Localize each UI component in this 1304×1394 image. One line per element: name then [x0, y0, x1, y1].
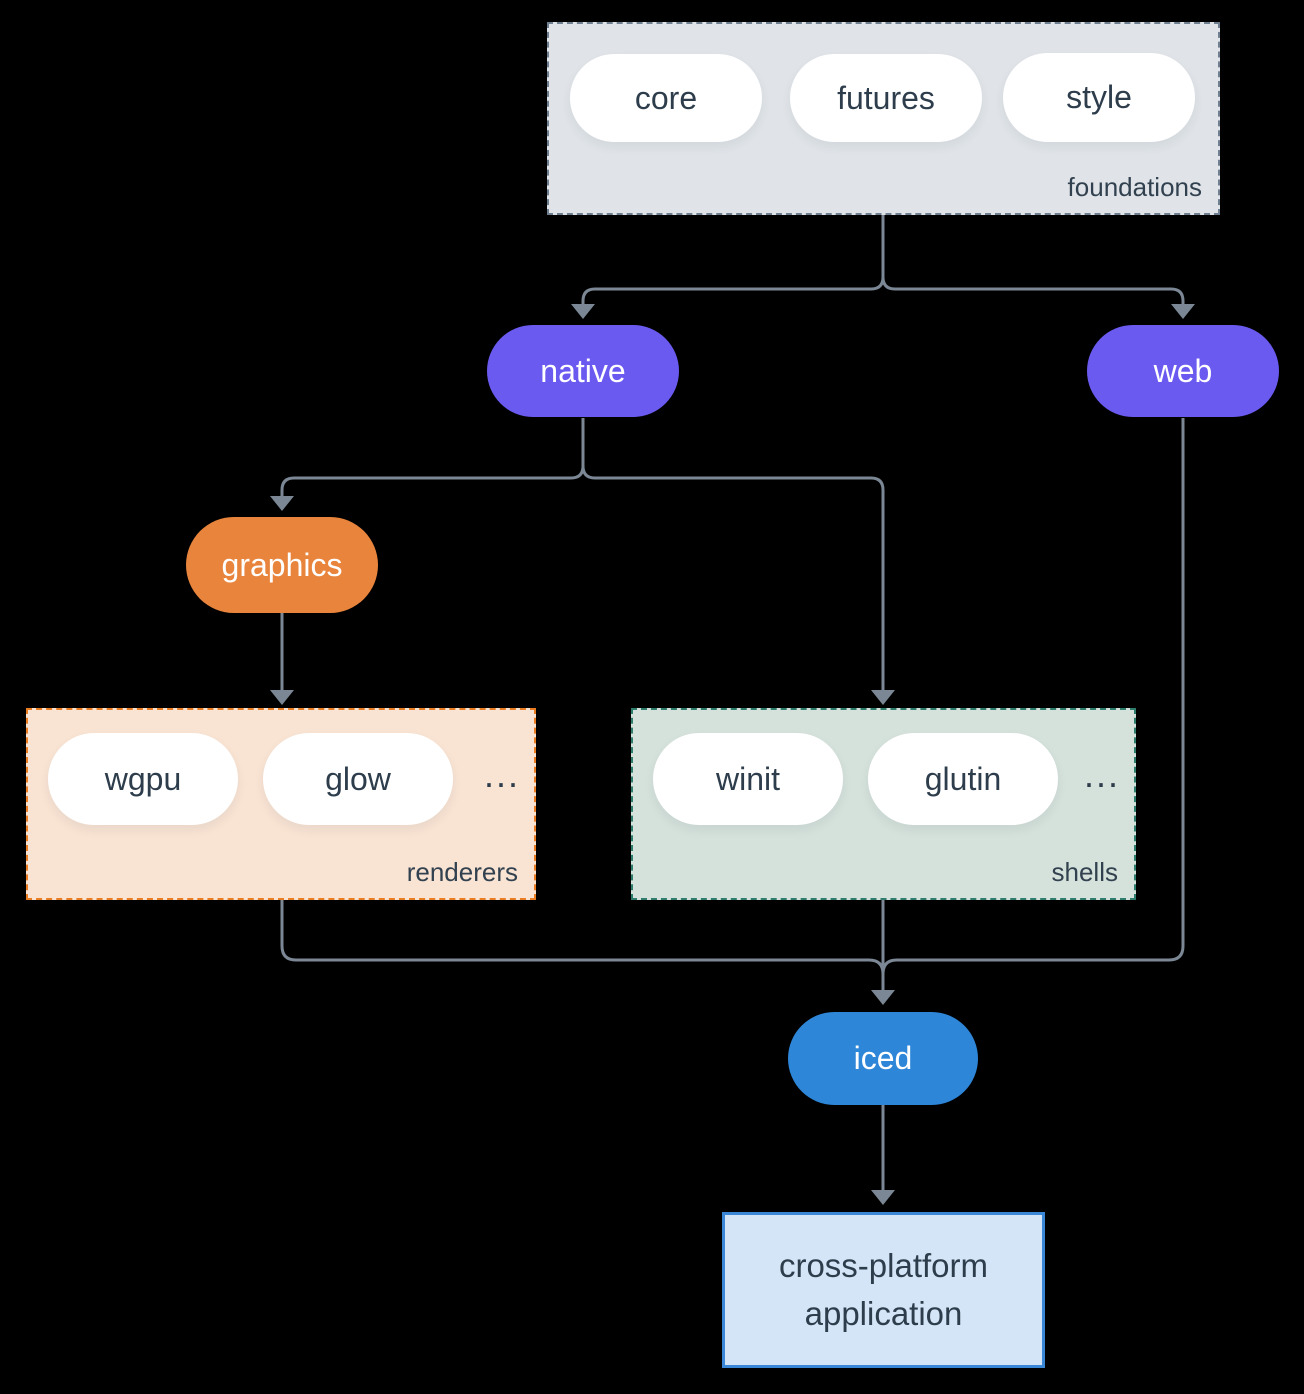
connector-native-to-graphics — [280, 418, 585, 496]
arrowhead-graphics — [270, 496, 294, 511]
connector-foundations-to-web — [881, 276, 1185, 304]
node-futures: futures — [790, 54, 982, 142]
foundations-group: core futures style foundations — [547, 22, 1220, 215]
node-iced: iced — [788, 1012, 978, 1105]
node-core: core — [570, 54, 762, 142]
arrowhead-iced — [871, 990, 895, 1005]
node-style: style — [1003, 53, 1195, 142]
arrowhead-native — [571, 304, 595, 319]
arrowhead-application — [871, 1190, 895, 1205]
connector-renderers-to-iced — [280, 900, 885, 975]
shells-ellipsis: ... — [1083, 754, 1120, 795]
node-glutin: glutin — [868, 733, 1058, 825]
foundations-label: foundations — [1067, 172, 1202, 202]
node-native: native — [487, 325, 679, 417]
renderers-group: wgpu glow ... renderers — [26, 708, 536, 900]
connector-web-to-iced — [881, 418, 1185, 975]
connector-foundations-to-native — [581, 215, 885, 304]
arrowhead-renderers — [270, 690, 294, 705]
renderers-label: renderers — [406, 857, 518, 887]
node-glow: glow — [263, 733, 453, 825]
shells-label: shells — [1051, 857, 1118, 887]
shells-group: winit glutin ... shells — [631, 708, 1136, 900]
renderers-ellipsis: ... — [483, 754, 520, 795]
node-wgpu: wgpu — [48, 733, 238, 825]
node-winit: winit — [653, 733, 843, 825]
node-cross-platform-application: cross-platform application — [722, 1212, 1045, 1368]
node-graphics: graphics — [186, 517, 378, 613]
arrowhead-web — [1171, 304, 1195, 319]
connector-native-to-shells — [581, 465, 885, 690]
arrowhead-shells — [871, 690, 895, 705]
node-web: web — [1087, 325, 1279, 417]
